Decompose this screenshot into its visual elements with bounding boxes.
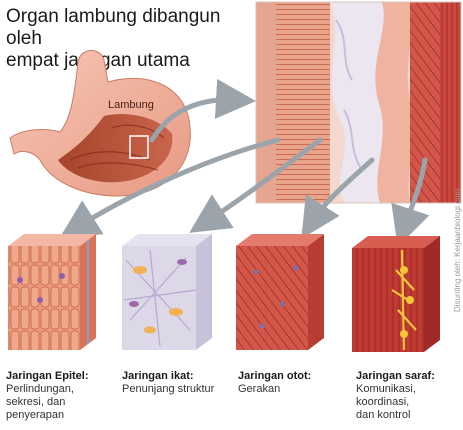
tissue-caption-epithelium: Jaringan Epitel: Perlindungan, sekresi, … xyxy=(6,370,116,422)
credit-site: Kerjaanbiologi.com xyxy=(453,188,462,257)
tissue-desc-line: Penunjang struktur xyxy=(122,383,215,395)
arrow-to-nerve xyxy=(391,157,430,247)
arrows xyxy=(59,78,430,247)
arrow-to-closeup xyxy=(149,78,256,143)
zoom-box xyxy=(129,135,149,159)
tissue-desc-line: sekresi, dan xyxy=(6,396,66,408)
arrow-to-connective xyxy=(189,137,323,233)
title-line-1: Organ lambung dibangun oleh xyxy=(6,6,221,49)
tissue-name: Jaringan otot: xyxy=(238,370,312,382)
tissue-caption-connective: Jaringan ikat: Penunjang struktur xyxy=(122,370,232,396)
tissue-cube-nerve xyxy=(352,236,440,352)
organ-label: Lambung xyxy=(108,99,154,111)
tissue-cube-muscle xyxy=(236,234,324,350)
tissue-name: Jaringan Epitel: xyxy=(6,370,89,382)
tissue-name: Jaringan saraf: xyxy=(356,370,435,382)
stomach-illustration: Lambung xyxy=(9,50,191,197)
credit-text: Disunting oleh: Kerjaanbiologi.com xyxy=(453,189,462,312)
tissue-name: Jaringan ikat: xyxy=(122,370,194,382)
tissue-desc-line: Gerakan xyxy=(238,383,281,395)
tissue-desc-line: penyerapan xyxy=(6,409,65,421)
tissue-caption-nerve: Jaringan saraf: Komunikasi, koordinasi, … xyxy=(356,370,446,422)
arrow-to-epithelium xyxy=(59,137,281,239)
tissue-desc-line: dan kontrol xyxy=(356,409,411,421)
tissue-cube-connective xyxy=(122,234,212,350)
tissue-caption-muscle: Jaringan otot: Gerakan xyxy=(238,370,348,396)
tissue-desc-line: Perlindungan, xyxy=(6,383,74,395)
credit-prefix: Disunting oleh: xyxy=(453,256,462,312)
tissue-cube-epithelium xyxy=(8,234,96,350)
arrow-to-muscle xyxy=(301,157,375,239)
tissue-desc-line: koordinasi, xyxy=(356,396,410,408)
tissue-desc-line: Komunikasi, xyxy=(356,383,416,395)
